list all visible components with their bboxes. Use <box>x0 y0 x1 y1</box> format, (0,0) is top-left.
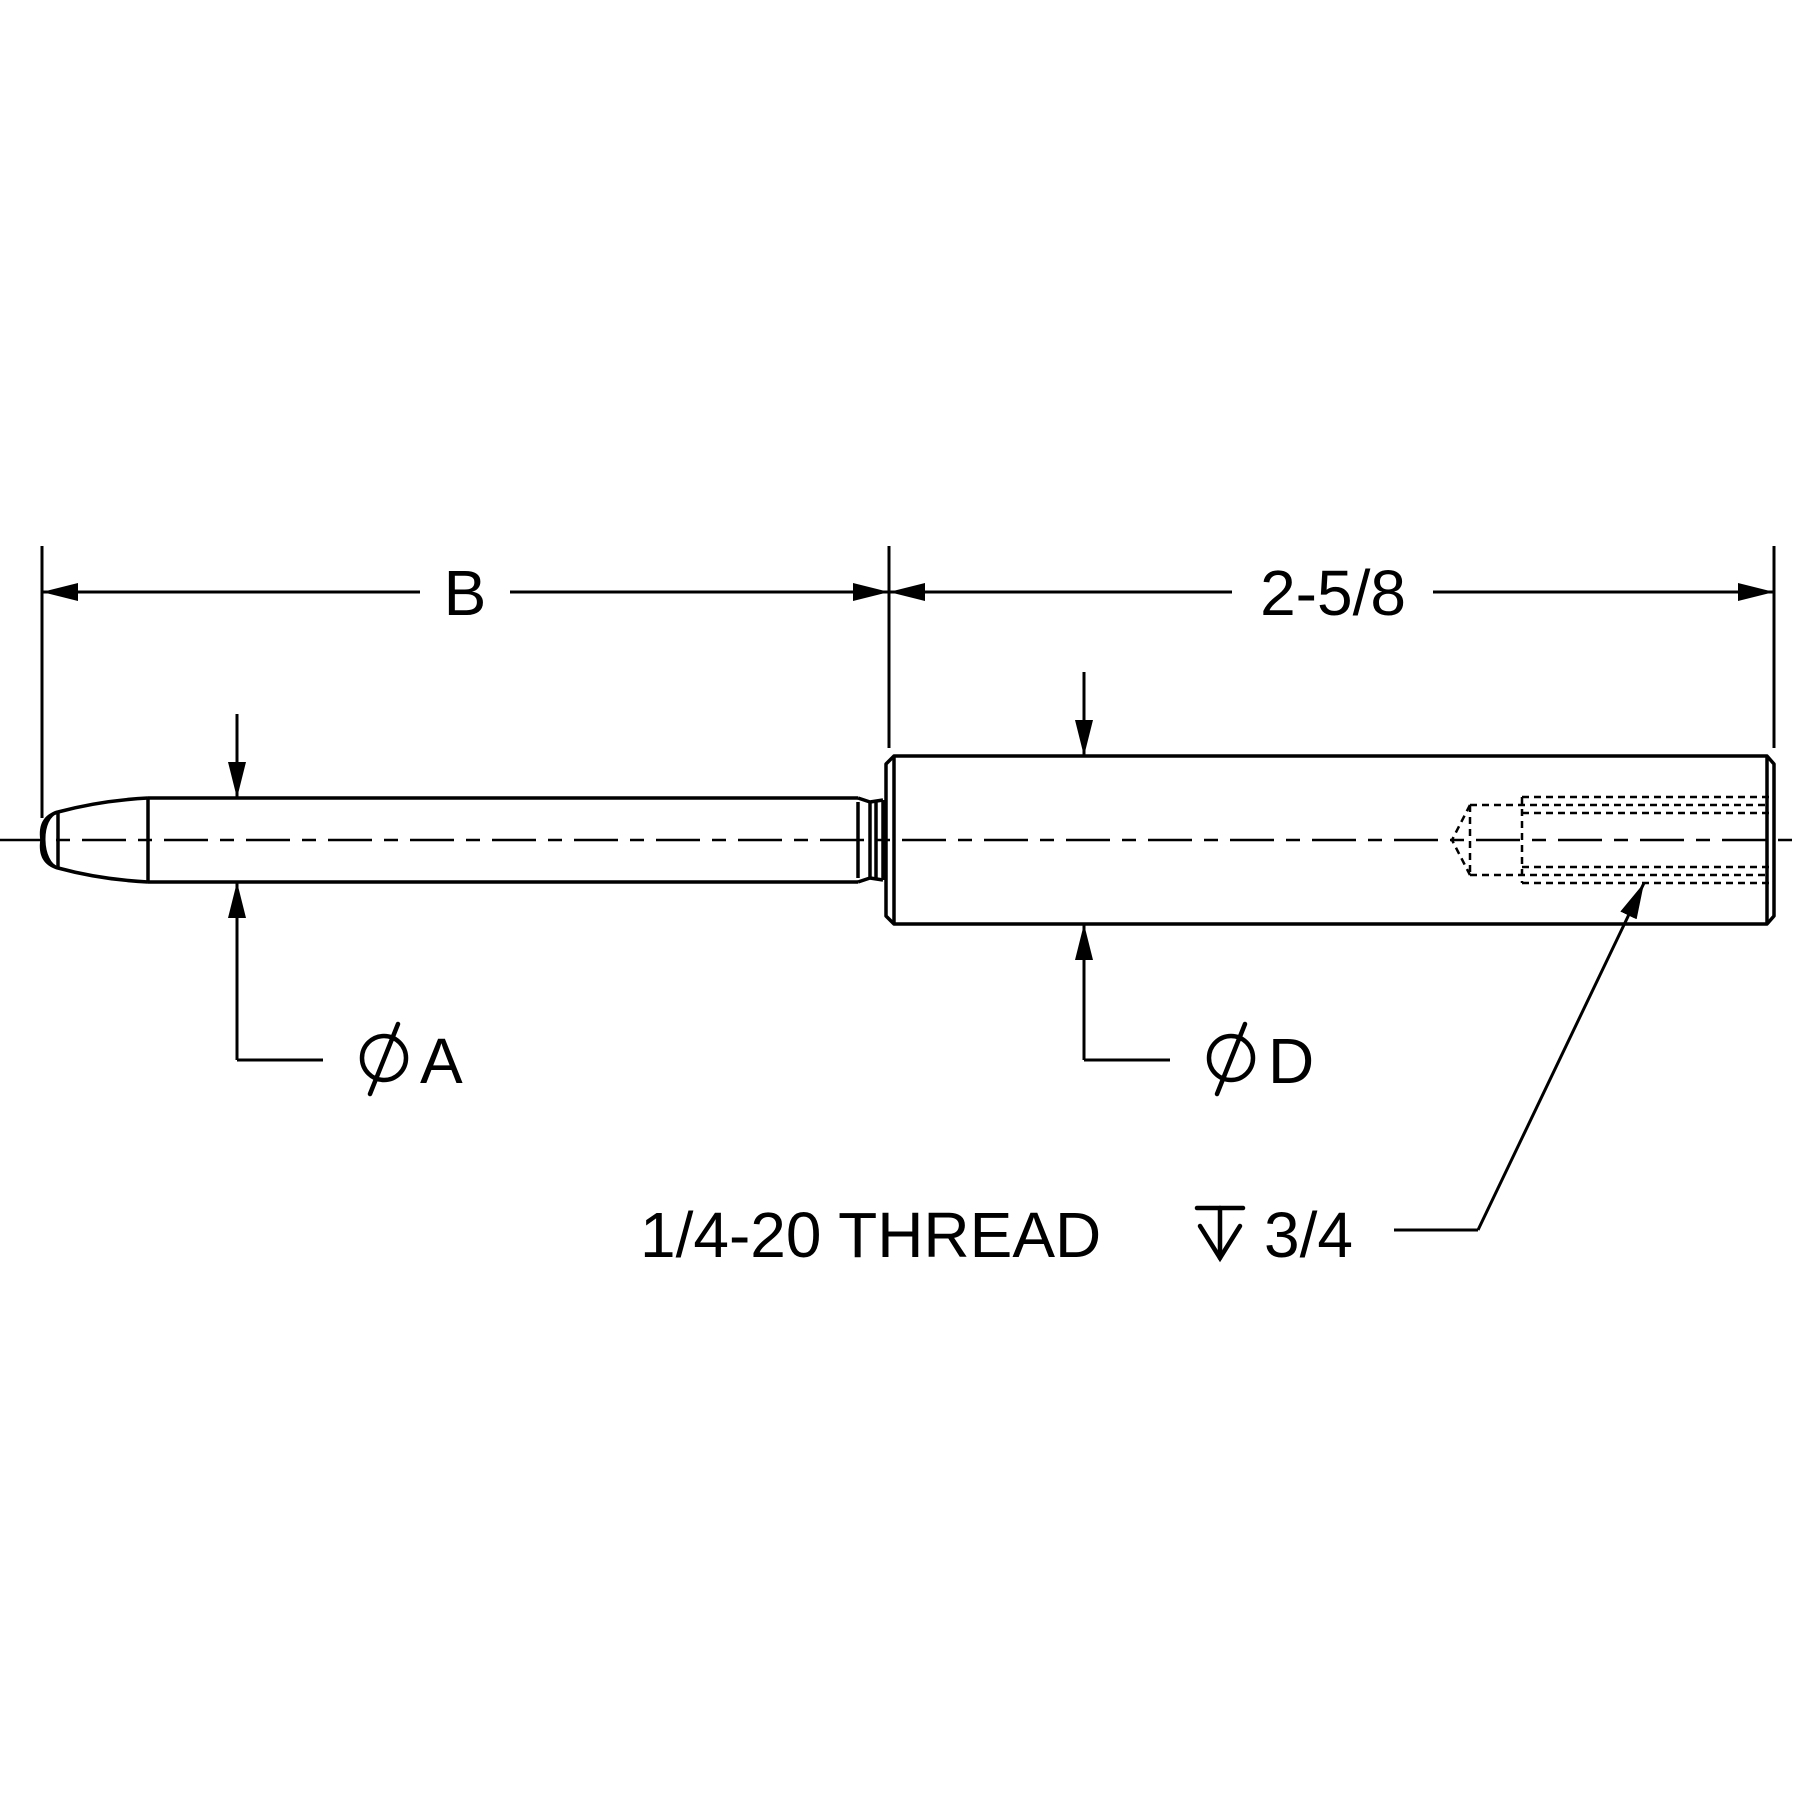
tapped-hole-hidden <box>1450 795 1770 885</box>
dimension-b-label: B <box>444 557 487 629</box>
dimension-diameter-a <box>228 714 323 1062</box>
diameter-icon <box>1206 1021 1256 1097</box>
dimension-diameter-d <box>1075 672 1170 1062</box>
thread-leader <box>1394 882 1646 1232</box>
diameter-d-label: D <box>1268 1025 1314 1097</box>
diameter-icon <box>359 1021 409 1097</box>
dimension-body-length-label: 2-5/8 <box>1260 557 1406 629</box>
depth-icon <box>1194 1205 1246 1263</box>
thread-spec-label: 1/4-20 THREAD <box>640 1199 1101 1271</box>
pin-body <box>884 754 1776 926</box>
pin-shaft <box>39 796 885 884</box>
thread-depth-label: 3/4 <box>1264 1199 1353 1271</box>
diameter-a-label: A <box>420 1025 463 1097</box>
